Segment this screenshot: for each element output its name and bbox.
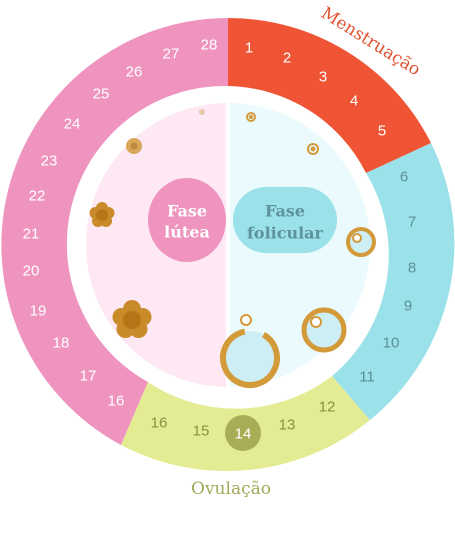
day-number: 19 [30,303,47,320]
menstruacao-ring-segment [228,17,431,173]
day-number: 4 [350,93,358,110]
follicle-icon [248,114,254,120]
day-number: 24 [64,116,81,133]
follicle-icon [246,112,256,122]
lutea-days: 16 17 18 19 20 21 22 23 24 25 26 27 28 [23,37,218,410]
day-number: 2 [283,50,291,67]
follicle-icon [346,227,376,257]
day-number: 16 [108,393,125,410]
corpus-luteum-illustrations [89,109,205,338]
day-number: 10 [383,335,400,352]
follicle-icon [310,146,316,152]
day-number: 9 [404,298,412,315]
corpus-luteum-icon [199,109,205,115]
day-number: 28 [201,37,218,54]
day-number: 3 [319,69,327,86]
cycle-ring [1,17,455,472]
day-number: 1 [245,40,253,57]
day-number: 8 [408,260,416,277]
day-number: 20 [23,263,40,280]
fase-lutea-pill: Fase lútea [148,178,226,262]
corpus-luteum-icon [89,202,115,227]
corpus-luteum-icon [126,138,142,154]
day-number: 22 [29,188,46,205]
follicle-icon [310,316,322,328]
folicular-ring-segment [332,143,455,420]
day-number: 23 [41,153,58,170]
menstruacao-days: 1 2 3 4 5 [245,40,386,140]
day-number: 17 [80,368,97,385]
day-number: 13 [279,417,296,434]
day-number: 11 [359,369,375,386]
follicle-icon [220,328,280,388]
follicle-icon [352,233,362,243]
corpus-luteum-icon [112,300,152,338]
day-number: 18 [53,335,70,352]
fase-folicular-label: Fase [265,202,305,221]
follicle-illustrations [220,112,376,388]
ovulacao-label: Ovulação [191,479,271,499]
day-number: 16 [151,415,168,432]
day-number: 5 [378,123,386,140]
fase-lutea-label: lútea [164,223,210,242]
day-number: 21 [23,226,40,243]
day-number: 14 [235,426,252,443]
fase-folicular-pill: Fase folicular [233,187,337,253]
fase-folicular-label: folicular [247,224,324,243]
day-number: 7 [408,214,416,231]
day-number: 6 [400,169,408,186]
fase-lutea-label: Fase [167,202,207,221]
ovulacao-days: 12 13 14 15 16 [151,399,336,443]
lutea-ring-segment [1,18,228,445]
day-number: 25 [93,86,110,103]
follicle-icon [307,143,319,155]
day-number: 27 [163,46,180,63]
day-number: 12 [319,399,336,416]
follicle-icon [301,307,347,353]
follicle-icon [240,314,252,326]
day-number: 26 [126,64,143,81]
ovulation-day-highlight [225,415,261,451]
folicular-days: 6 7 8 9 10 11 [359,169,416,386]
day-number: 15 [193,423,210,440]
